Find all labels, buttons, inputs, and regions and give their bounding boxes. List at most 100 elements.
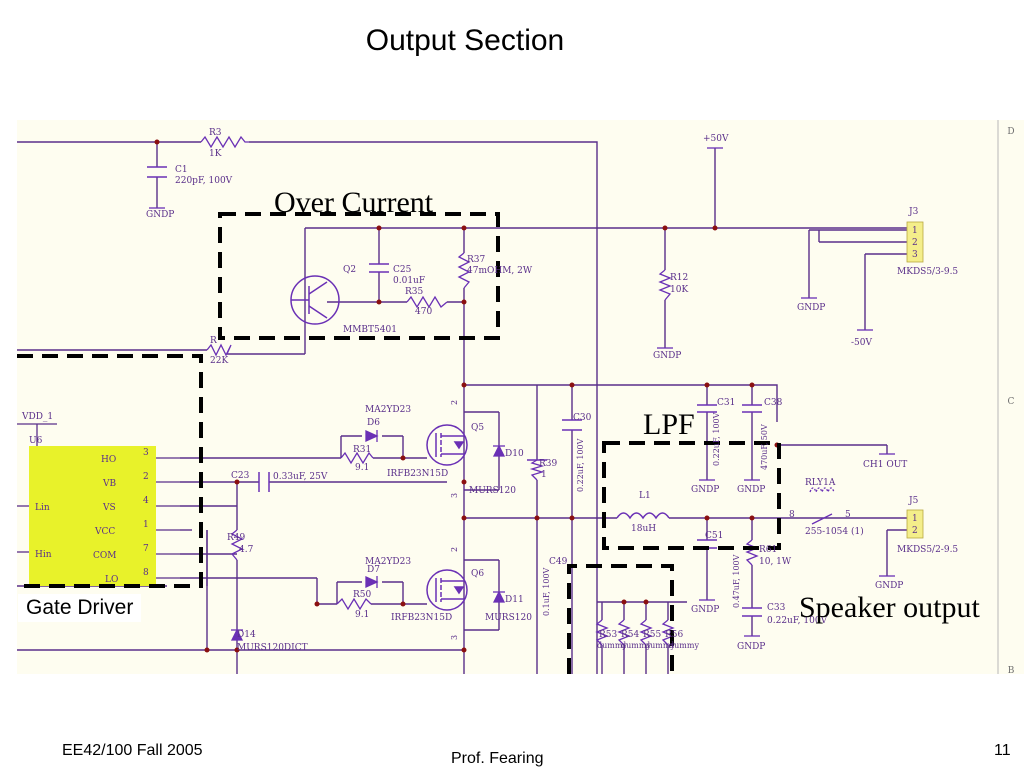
u6-pin-vs: VS (102, 503, 116, 513)
gnd-j3-label: GNDP (797, 303, 825, 313)
r55-resistor (639, 619, 653, 646)
r49-resistor (230, 529, 244, 561)
slide-title: Output Section (365, 24, 565, 57)
c31-ref: C31 (717, 398, 735, 408)
d6-part: MA2YD23 (365, 405, 411, 415)
c49-ref: C49 (549, 557, 568, 567)
j3-connector (906, 221, 924, 263)
r39-ref: R39 (539, 459, 558, 469)
q6-pin2: 2 (450, 547, 459, 552)
q2-part: MMBT5401 (343, 325, 397, 335)
r37-resistor (457, 252, 471, 289)
d7-ref: D7 (367, 565, 380, 575)
d11-ref: D11 (505, 595, 524, 605)
u6-gate-driver-ic (29, 446, 156, 586)
c1-capacitor (147, 166, 167, 178)
u6-pin-vb: VB (102, 479, 116, 489)
r3-resistor (200, 135, 249, 149)
u6-ref: U6 (29, 436, 43, 446)
u6-pin-lo: LO (105, 575, 118, 585)
c25-ref: C25 (393, 265, 412, 275)
speaker-output-annotation: Speaker output (799, 591, 980, 624)
component-labels: R3 1K C1 220pF, 100V GNDP Q2 MMBT5401 C2… (21, 128, 958, 653)
gnd-c38-label: GNDP (737, 485, 765, 495)
d10-part: MURS120 (469, 486, 516, 496)
c23-value: 0.33uF, 25V (273, 472, 328, 482)
u6-pin-com: COM (93, 551, 116, 561)
r54-resistor (617, 619, 631, 646)
d14-part: MURS120DICT (237, 643, 308, 653)
rly1a-pin8: 8 (789, 510, 795, 520)
q5-ref: Q5 (471, 423, 484, 433)
r-base-ref: R (210, 336, 217, 346)
r54-ref: R54 (621, 630, 640, 640)
q6-pin3: 3 (450, 635, 459, 640)
u6-pinnum-3: 3 (143, 448, 149, 458)
r56-value: dummy (669, 641, 699, 650)
q5-part: IRFB23N15D (387, 469, 448, 479)
d6-ref: D6 (367, 418, 380, 428)
annotation-boxes (17, 212, 781, 674)
d11-diode (492, 590, 506, 603)
lpf-annotation: LPF (643, 408, 695, 441)
gnd-c33-label: GNDP (737, 642, 765, 652)
r22k-resistor (206, 343, 232, 357)
j5-part: MKDS5/2-9.5 (897, 545, 958, 555)
c38-value: 470uF, 50V (760, 424, 769, 470)
lpf-box (602, 441, 781, 550)
r12-ref: R12 (670, 273, 688, 283)
r31-ref: R31 (353, 445, 371, 455)
c30-capacitor (562, 419, 582, 431)
gnd-c1-label: GNDP (146, 210, 174, 220)
over-current-annotation: Over Current (274, 186, 434, 219)
u6-pin-ho: HO (101, 455, 116, 465)
r54-value: dummy (621, 641, 651, 650)
u6-pin-lin: Lin (35, 503, 50, 513)
r35-value: 470 (415, 307, 432, 317)
schematic-background (17, 120, 1024, 674)
l1-inductor (616, 512, 670, 520)
rly1a-ref: RLY1A (805, 478, 836, 488)
r61-ref: R61 (759, 545, 777, 555)
j5-ref: J5 (908, 496, 919, 506)
j3-ref: J3 (908, 207, 919, 217)
chi-out-label: CH1 OUT (863, 460, 907, 470)
r35-ref: R35 (405, 287, 424, 297)
wires (17, 141, 907, 674)
footer-course: EE42/100 Fall 2005 (62, 742, 203, 759)
d10-ref: D10 (505, 449, 524, 459)
r50-resistor (336, 597, 372, 611)
c51-ref: C51 (705, 531, 723, 541)
gate-driver-annotation: Gate Driver (18, 594, 142, 622)
q6-ref: Q6 (471, 569, 484, 579)
r-base-value: 22K (210, 356, 228, 366)
u6-pin-vcc: VCC (94, 527, 115, 537)
c30-ref: C30 (573, 413, 592, 423)
c31-value: 0.22uF, 100V (712, 412, 721, 466)
r53-resistor (595, 619, 609, 646)
border-zone-b: B (1008, 666, 1015, 674)
d14-ref: D14 (237, 630, 256, 640)
j5-pin1: 1 (912, 514, 918, 524)
rly1a-pin5: 5 (845, 510, 851, 520)
u6-pinnum-1: 1 (143, 520, 149, 530)
c1-value: 220pF, 100V (175, 176, 233, 186)
r12-value: 10K (670, 285, 688, 295)
r3-ref: R3 (209, 128, 222, 138)
c33-ref: C33 (767, 603, 786, 613)
q2-ref: Q2 (343, 265, 356, 275)
r53-ref: R53 (599, 630, 618, 640)
rly1a-part: 255-1054 (1) (805, 526, 864, 537)
d7-diode (365, 575, 379, 589)
gnd-j5-label: GNDP (875, 581, 903, 591)
u6-pinnum-7: 7 (143, 544, 149, 554)
c33-value: 0.22uF, 100V (767, 616, 828, 626)
r39-resistor (529, 459, 545, 481)
d14-diode (230, 628, 244, 641)
gnd-c51-label: GNDP (691, 605, 719, 615)
ground-symbols (149, 147, 895, 637)
c31-capacitor (697, 404, 717, 413)
d10-diode (492, 444, 506, 457)
u6-pinnum-4: 4 (143, 496, 149, 506)
r12-resistor (658, 269, 672, 301)
